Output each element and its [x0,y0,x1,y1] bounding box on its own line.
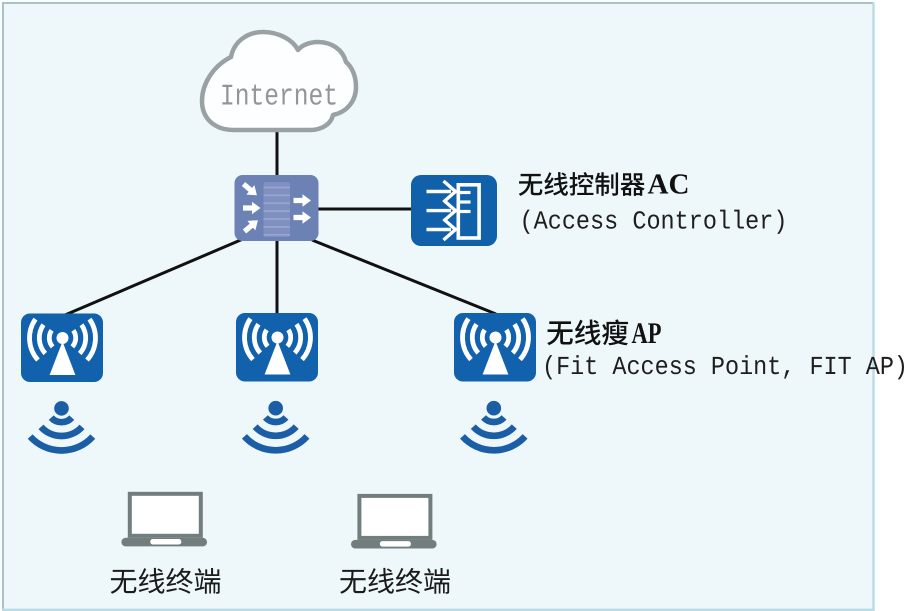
svg-text:AP: AP [632,317,662,350]
svg-text:AC: AC [648,169,690,201]
svg-text:(Fit Access Point, FIT AP): (Fit Access Point, FIT AP) [542,352,908,382]
svg-text:(Access Controller): (Access Controller) [520,206,788,236]
svg-text:Internet: Internet [220,81,338,115]
